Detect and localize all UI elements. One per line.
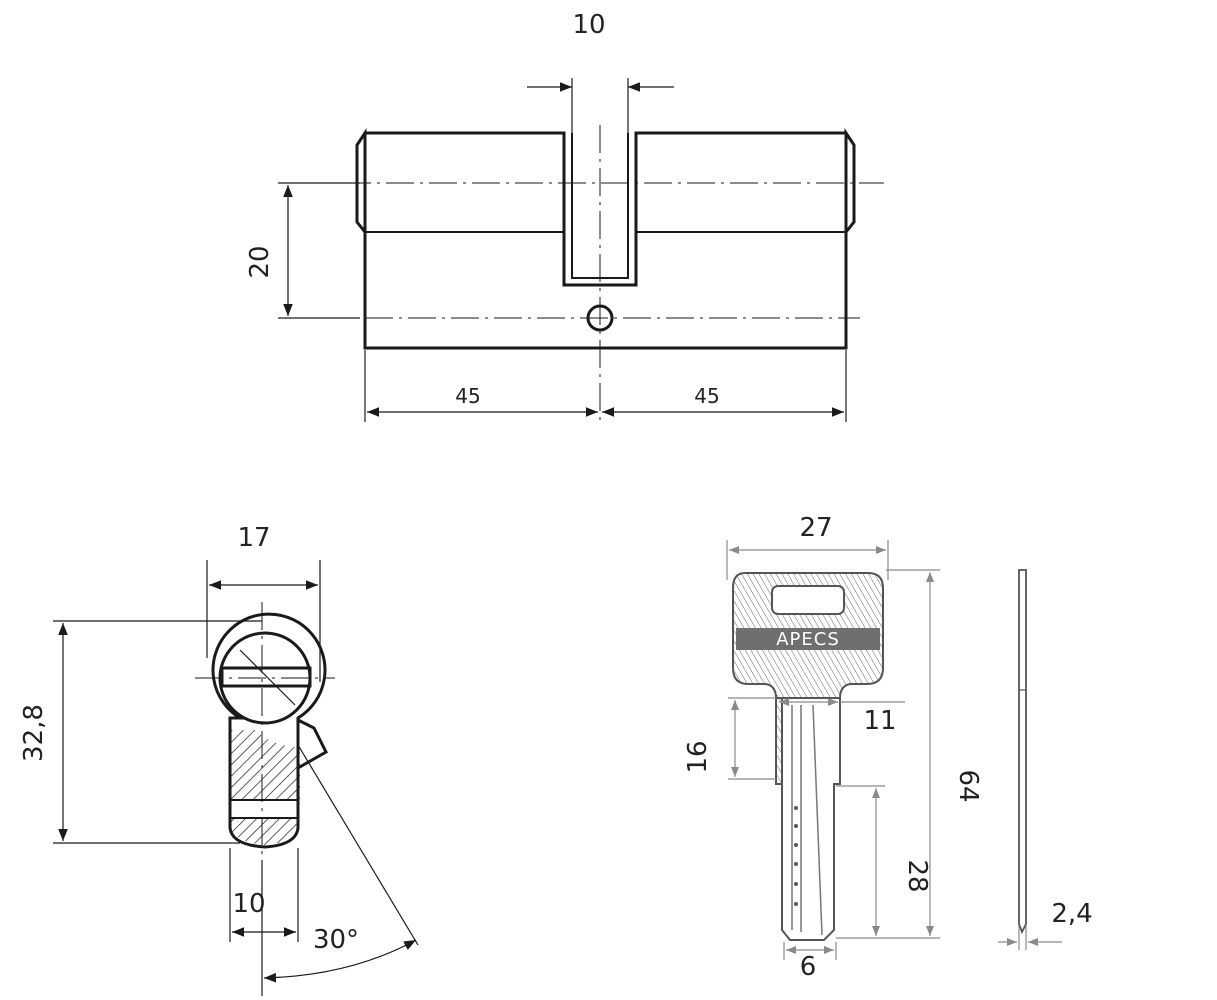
dim-key-thickness: 2,4	[1051, 899, 1092, 929]
cylinder-profile-view	[53, 560, 419, 996]
key-drawing	[726, 540, 940, 960]
dim-cam-angle: 30°	[313, 925, 359, 955]
dim-profile-bottom-width: 10	[232, 889, 265, 919]
key-brand-label: APECS	[776, 629, 840, 650]
cylinder-side-view	[278, 78, 884, 422]
key-blade	[776, 697, 841, 941]
dim-profile-width: 17	[237, 523, 270, 553]
dim-key-total-length: 64	[953, 769, 983, 802]
dim-cam-width: 10	[572, 10, 605, 40]
key-side-view	[998, 569, 1062, 950]
dim-profile-height: 32,8	[19, 704, 49, 762]
dim-body-height: 20	[245, 245, 275, 278]
dim-key-shoulder: 11	[863, 706, 896, 736]
dim-left-length: 45	[455, 384, 480, 408]
dim-key-shoulder-height: 16	[683, 740, 713, 773]
dim-right-length: 45	[694, 384, 719, 408]
dim-key-blade-length: 28	[902, 859, 932, 892]
dim-key-blade-width: 6	[800, 952, 817, 982]
dim-key-head-width: 27	[799, 513, 832, 543]
